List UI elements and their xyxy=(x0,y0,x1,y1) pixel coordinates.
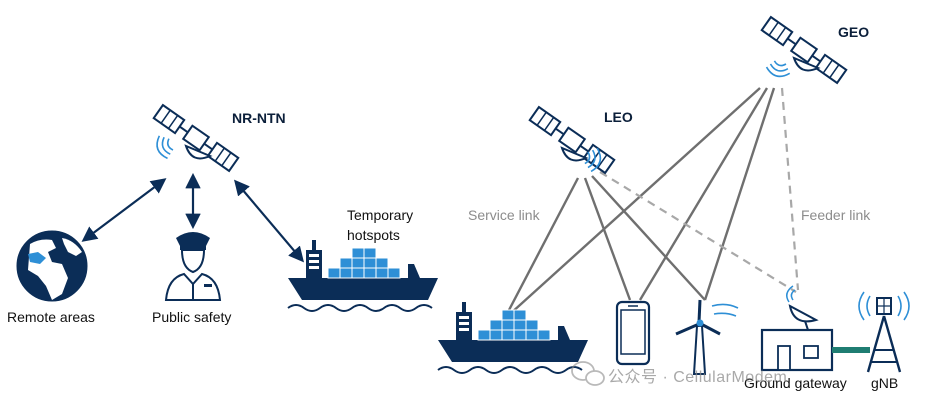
gnb-label: gNB xyxy=(871,375,899,391)
wechat-icon xyxy=(571,361,605,386)
service-links xyxy=(506,87,776,315)
leo-label: LEO xyxy=(604,109,633,125)
service-link-label: Service link xyxy=(468,207,540,223)
gnb-tower-icon xyxy=(858,291,910,373)
wind-turbine-icon xyxy=(675,299,739,375)
nr-ntn-satellite-icon xyxy=(152,104,240,172)
smartphone-icon xyxy=(615,300,651,366)
feeder-link-label: Feeder link xyxy=(801,207,871,223)
nr-ntn-label: NR-NTN xyxy=(232,110,286,126)
temporary-hotspot-ship-icon xyxy=(287,239,439,312)
link-arrow-hotspots xyxy=(234,179,304,263)
geo-satellite-icon xyxy=(760,16,848,84)
globe-icon xyxy=(15,229,89,303)
public-safety-label: Public safety xyxy=(152,309,232,325)
leo-satellite-icon xyxy=(528,106,616,174)
public-safety-officer-icon xyxy=(164,232,222,301)
ground-gateway-label: Ground gateway xyxy=(744,375,847,391)
watermark-text: 公众号 · CellularModem xyxy=(608,369,788,386)
temporary-hotspots-label-line2: hotspots xyxy=(347,227,400,243)
geo-label: GEO xyxy=(838,24,870,40)
ground-gateway-icon xyxy=(760,285,834,372)
temporary-hotspots-label-line1: Temporary xyxy=(347,207,414,223)
ship-icon xyxy=(437,301,589,374)
link-arrow-remote-areas xyxy=(81,178,167,242)
remote-areas-label: Remote areas xyxy=(7,309,95,325)
feeder-links xyxy=(599,87,800,293)
